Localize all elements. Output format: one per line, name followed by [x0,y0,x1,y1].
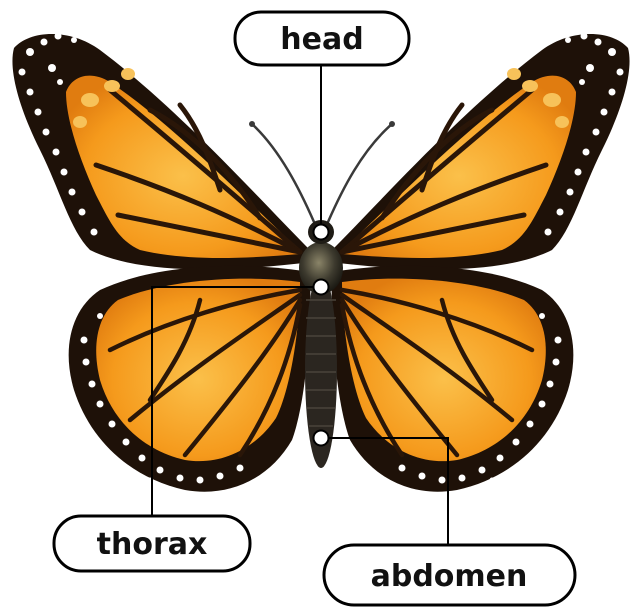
label-head-text: head [280,22,363,57]
right-forewing [330,33,630,270]
label-thorax: thorax [54,516,250,571]
label-head: head [235,12,409,65]
abdomen-marker-dot [314,431,329,446]
left-forewing [12,33,312,270]
label-thorax-text: thorax [97,527,208,562]
left-hindwing [69,266,311,492]
antenna-tip-right [389,121,395,127]
label-abdomen-text: abdomen [371,559,528,594]
head-marker-dot [314,225,329,240]
label-abdomen: abdomen [324,545,575,605]
antenna-tip-left [249,121,255,127]
right-hindwing [332,266,574,492]
thorax-marker-dot [314,280,329,295]
